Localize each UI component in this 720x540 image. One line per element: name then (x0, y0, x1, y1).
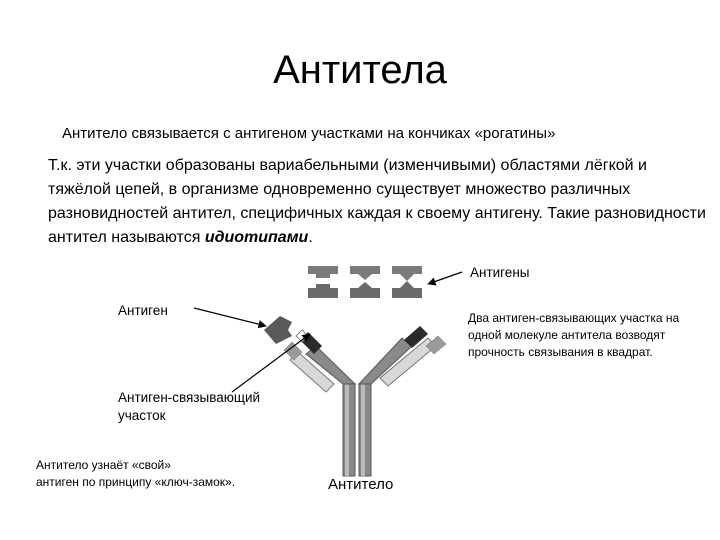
antigen-shape-4 (308, 284, 338, 298)
heavy-chain-stem-right-highlight (361, 384, 365, 476)
note-binding-strength: Два антиген-связывающих участка на одной… (468, 310, 708, 361)
antigen-shapes-top (308, 266, 422, 281)
arrow-to-antigen (194, 308, 266, 326)
antigen-shape-1 (308, 266, 338, 278)
label-antibody: Антитело (328, 476, 393, 494)
label-antigens: Антигены (470, 264, 529, 282)
note-lock-key-line1: Антитело узнаёт «свой» (36, 457, 171, 474)
arrow-to-antigens (428, 272, 462, 284)
heavy-chain-stem-left-highlight (345, 384, 349, 476)
bound-antigen (264, 316, 292, 344)
label-antigen: Антиген (118, 302, 168, 320)
antigen-shape-6 (392, 281, 422, 298)
antigen-shape-2 (350, 266, 380, 280)
antigen-shape-5 (350, 282, 380, 298)
note-lock-key-line2: антиген по принципу «ключ-замок». (36, 474, 235, 491)
antigen-shapes-bottom (308, 281, 422, 298)
label-binding-site: Антиген-связывающий участок (118, 389, 298, 425)
antigen-shape-3 (392, 266, 422, 281)
